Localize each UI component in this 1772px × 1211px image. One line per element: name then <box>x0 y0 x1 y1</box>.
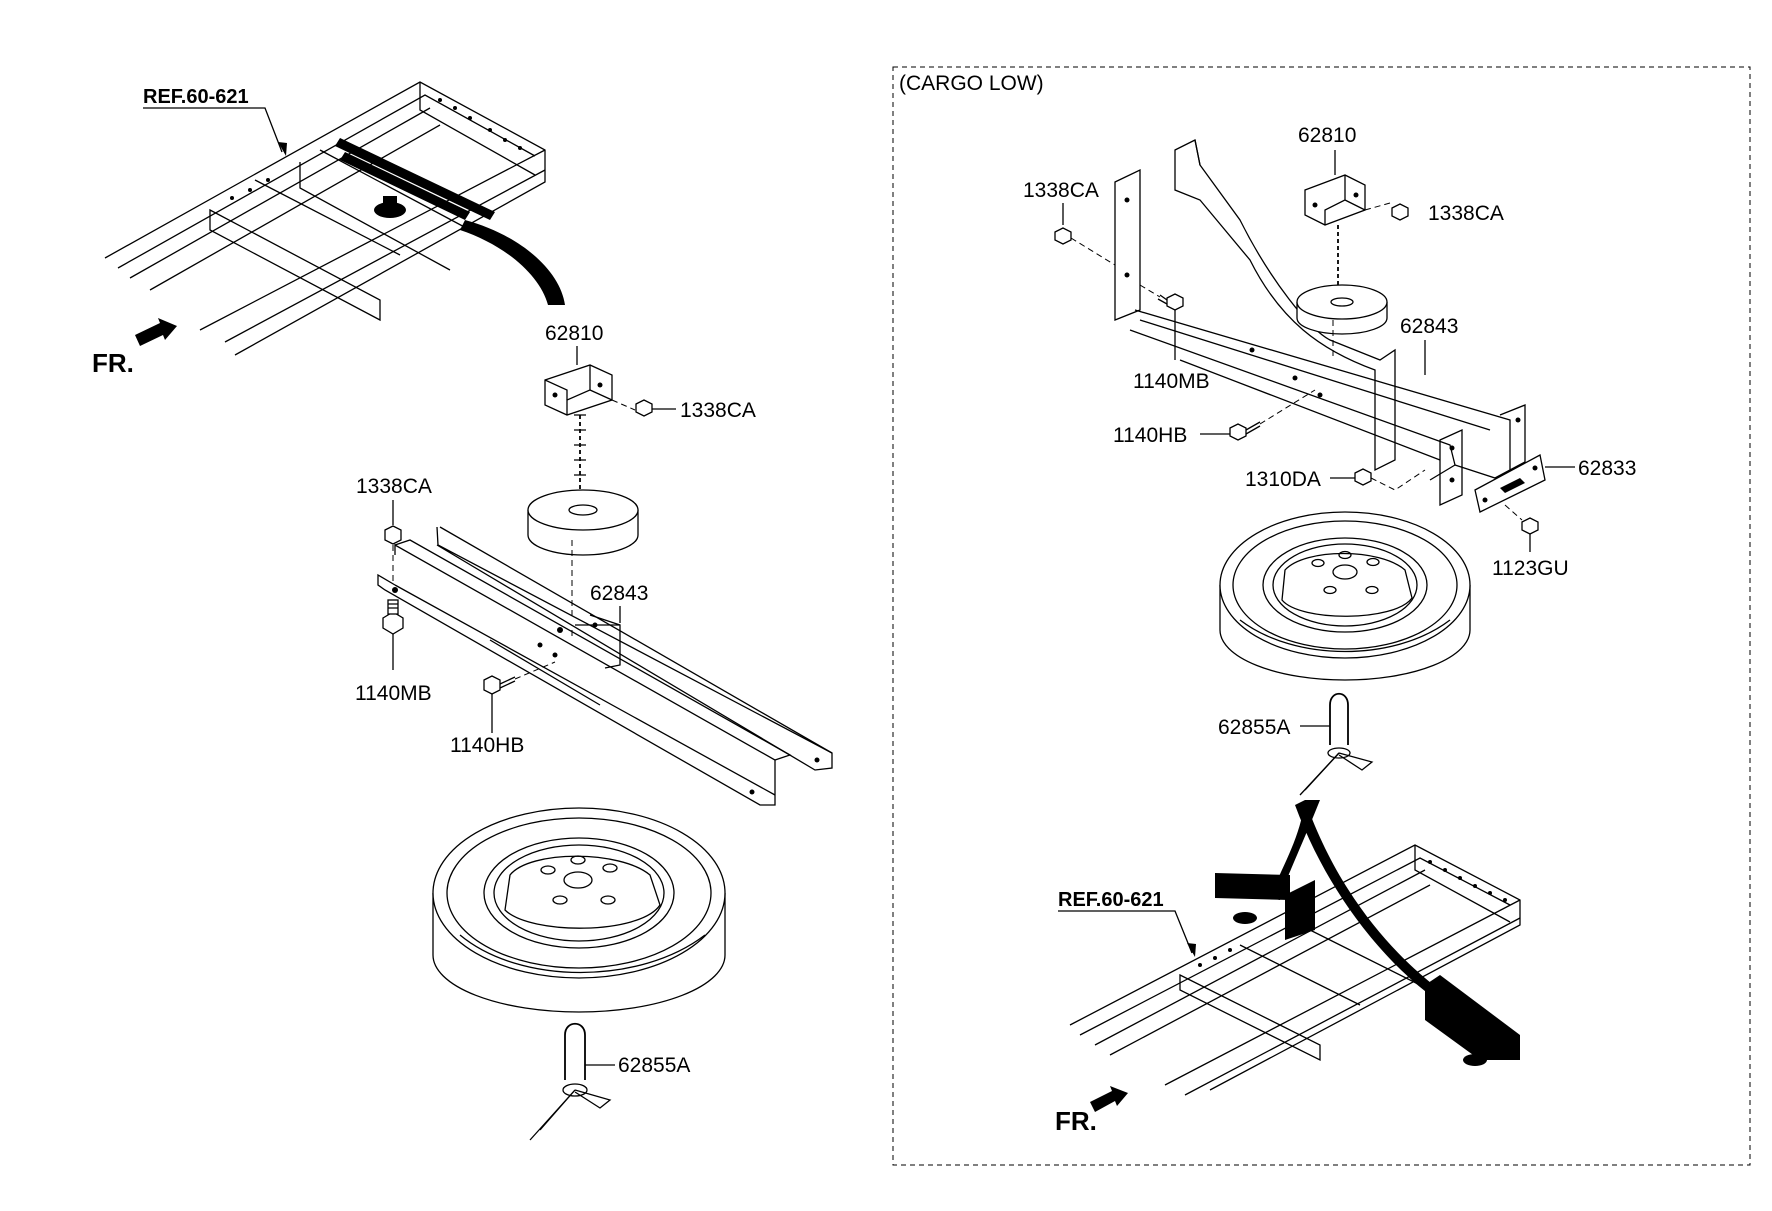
right-fr-arrow-icon <box>1090 1086 1128 1112</box>
left-fr-arrow-icon <box>135 318 177 346</box>
left-spacer-disc <box>527 489 639 640</box>
right-label-1338ca-right: 1338CA <box>1428 202 1504 225</box>
left-label-62855a: 62855A <box>618 1054 690 1077</box>
right-label-1123gu: 1123GU <box>1492 557 1569 580</box>
left-hanger-62810: 62810 1338CA <box>544 322 756 495</box>
right-label-1140hb: 1140HB <box>1113 424 1187 447</box>
left-fr-label: FR. <box>92 348 134 378</box>
left-label-62843: 62843 <box>590 582 648 605</box>
right-spare-tire <box>1219 511 1471 681</box>
left-frame-assembly: REF.60-621 FR. <box>92 81 565 378</box>
right-bracket-62843: 62843 <box>1114 139 1526 507</box>
right-label-62833: 62833 <box>1578 457 1636 480</box>
left-pin-62855a: 62855A <box>529 1022 690 1141</box>
left-spare-tire <box>432 807 726 1013</box>
right-label-1310da: 1310DA <box>1245 468 1321 491</box>
left-label-1338ca-top: 1338CA <box>680 399 756 422</box>
right-label-1140mb: 1140MB <box>1133 370 1210 393</box>
right-fr-label: FR. <box>1055 1106 1097 1136</box>
left-ref-label: REF.60-621 <box>143 86 249 108</box>
right-ref-label: REF.60-621 <box>1058 889 1164 911</box>
left-label-1140mb: 1140MB <box>355 682 432 705</box>
left-label-1338ca-left: 1338CA <box>356 475 432 498</box>
cargo-low-title: (CARGO LOW) <box>899 72 1044 95</box>
right-pin-62855a: 62855A <box>1218 692 1374 796</box>
left-label-1140hb: 1140HB <box>450 734 524 757</box>
left-label-62810: 62810 <box>545 322 603 345</box>
left-bracket-62843: 62843 <box>377 526 833 806</box>
right-label-62855a: 62855A <box>1218 716 1290 739</box>
right-label-62810: 62810 <box>1298 124 1356 147</box>
right-frame-assembly: REF.60-621 FR. <box>1055 800 1521 1136</box>
right-label-62843: 62843 <box>1400 315 1458 338</box>
left-fasteners: 1338CA 1140MB 1140HB <box>355 475 556 757</box>
right-fasteners: 1338CA 1140MB 1140HB 1310DA 62833 1123GU <box>1023 179 1636 580</box>
right-hanger-62810: 62810 1338CA <box>1296 124 1504 360</box>
cargo-low-box <box>892 66 1751 1166</box>
right-label-1338ca-left: 1338CA <box>1023 179 1099 202</box>
